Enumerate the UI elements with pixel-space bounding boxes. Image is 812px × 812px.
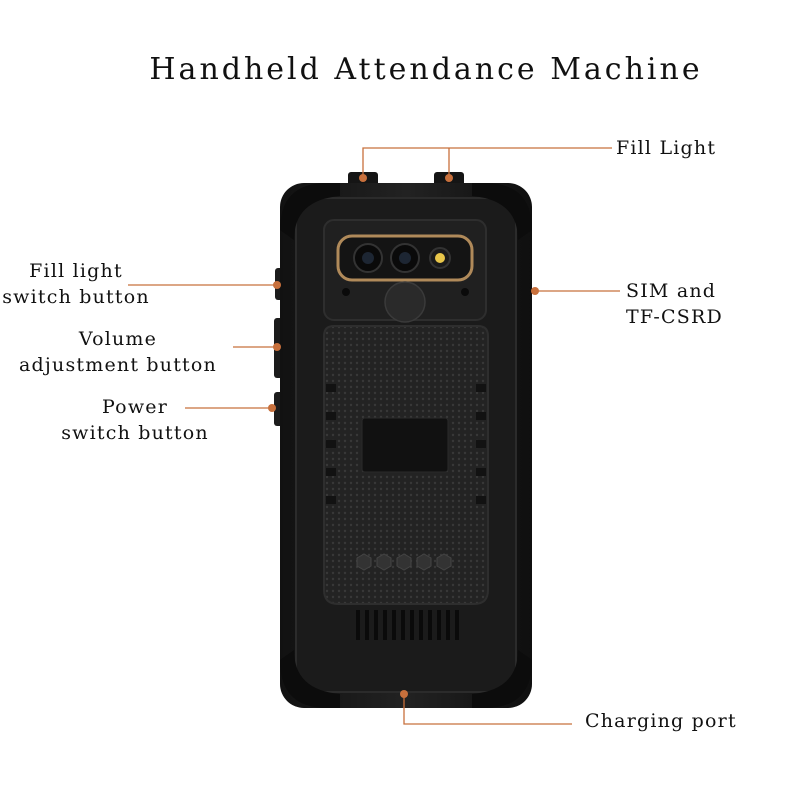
camera-module	[323, 219, 487, 323]
label-sim-tf-line1: SIM and	[626, 280, 717, 302]
diagram-title: Handheld Attendance Machine	[149, 52, 703, 87]
label-power: Power switch button	[44, 394, 226, 446]
label-volume-line2: adjustment button	[19, 354, 217, 376]
label-fill-light: Fill Light	[616, 137, 717, 159]
label-fill-light-switch-line2: switch button	[2, 286, 150, 308]
label-volume-line1: Volume	[78, 328, 158, 350]
label-fill-light-switch-line1: Fill light	[29, 260, 123, 282]
label-volume: Volume adjustment button	[4, 326, 232, 378]
label-sim-tf: SIM and TF-CSRD	[626, 278, 723, 330]
callout-dots	[268, 174, 539, 698]
label-sim-tf-line2: TF-CSRD	[626, 306, 723, 328]
callout-charging	[403, 694, 572, 725]
label-power-line1: Power	[101, 396, 169, 418]
callout-fill-light-left	[362, 147, 612, 178]
label-fill-light-switch: Fill light switch button	[0, 258, 152, 310]
callout-lines	[128, 147, 620, 725]
label-power-line2: switch button	[61, 422, 209, 444]
speaker-grill	[356, 610, 459, 640]
label-charging-port: Charging port	[585, 710, 737, 732]
textured-back-panel	[323, 325, 489, 605]
